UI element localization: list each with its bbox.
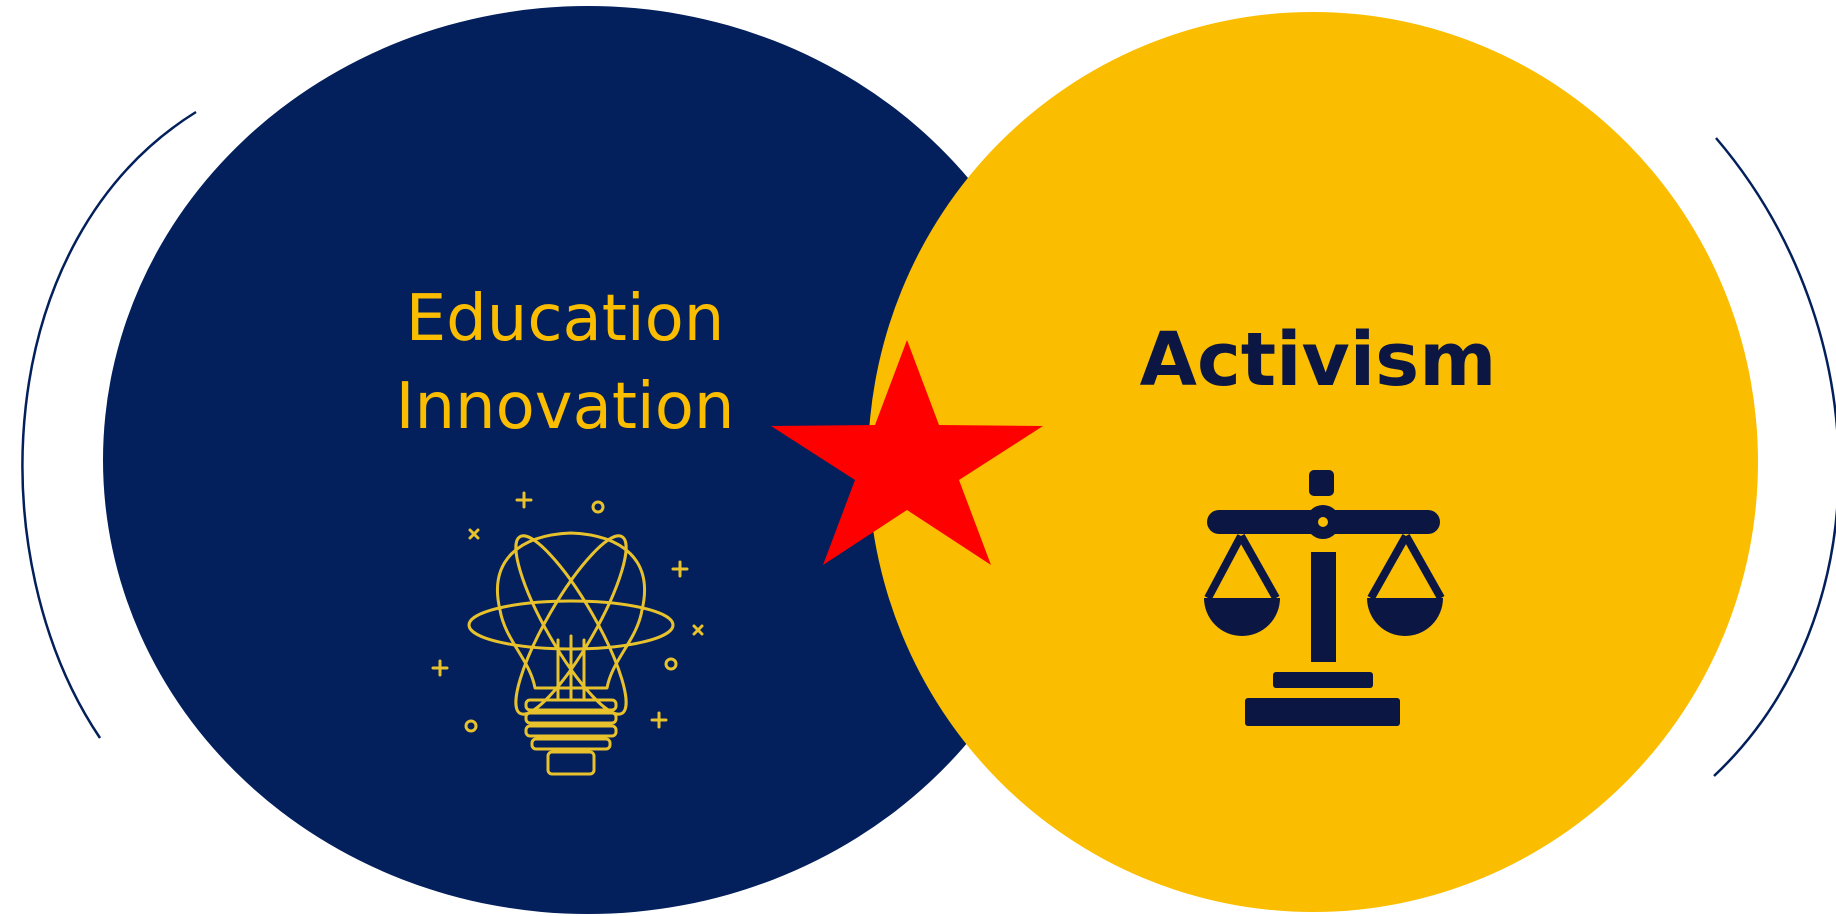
left-circle-title-line1: Education xyxy=(406,282,725,356)
right-bracket-arc xyxy=(1713,137,1836,777)
right-circle xyxy=(868,12,1758,912)
star-icon xyxy=(771,340,1043,565)
left-circle xyxy=(103,6,1073,914)
scales-of-justice-icon xyxy=(1204,470,1445,726)
lightbulb-atom-icon xyxy=(431,491,704,776)
right-circle-title: Activism xyxy=(1140,317,1497,403)
left-circle-title-line2: Innovation xyxy=(396,370,735,444)
left-bracket-arc xyxy=(21,110,197,739)
